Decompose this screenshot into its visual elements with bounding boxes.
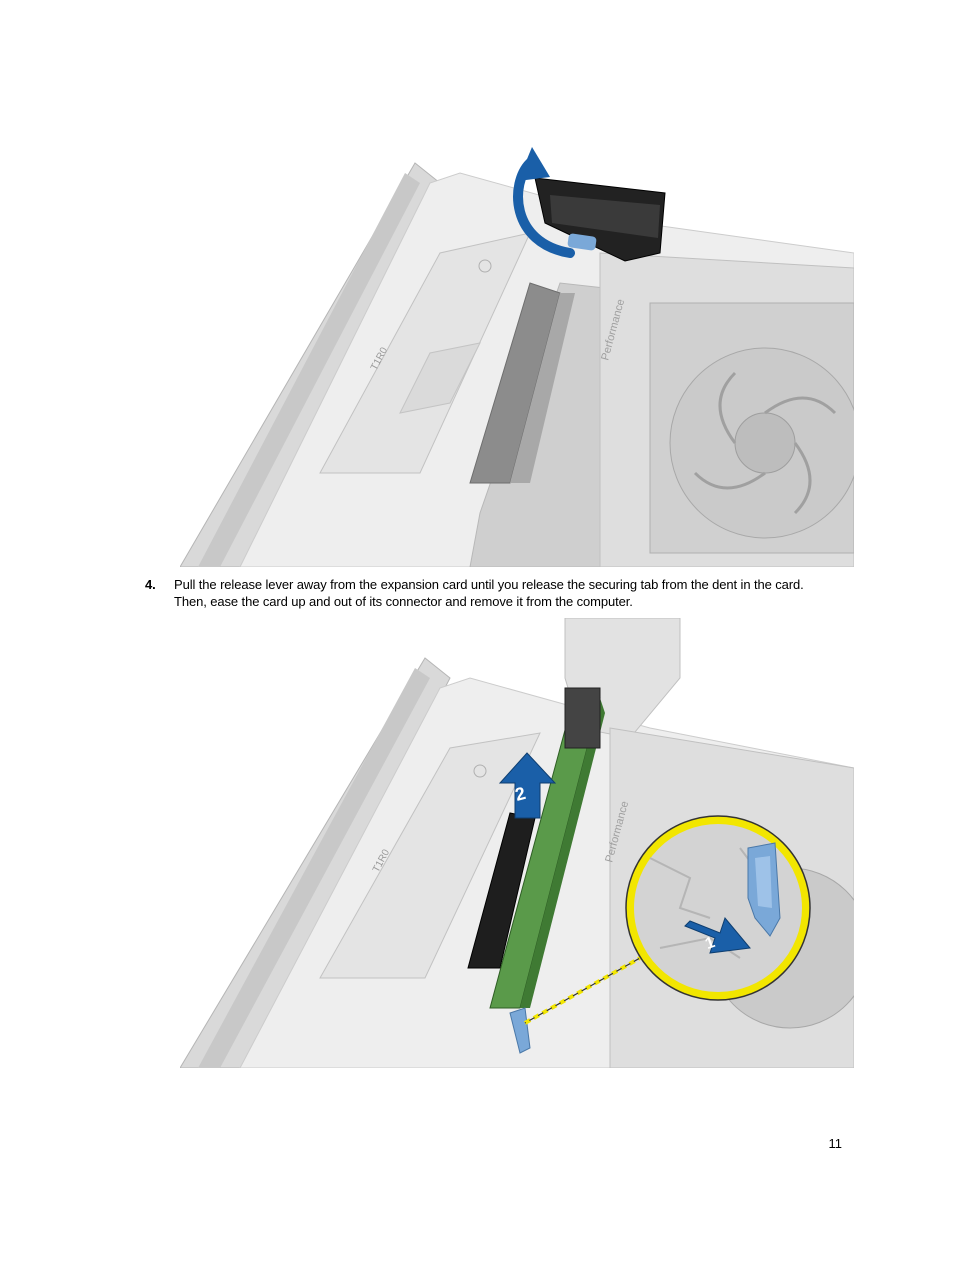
step-number: 4. [145, 577, 156, 592]
step-text-line-2: Then, ease the card up and out of its co… [174, 594, 633, 609]
lever-tab [567, 233, 597, 251]
lift-arrow [498, 752, 557, 819]
release-lever-diagram: T1R0 Performance [180, 147, 854, 567]
lift-arrow-head [518, 147, 550, 181]
power-supply [319, 732, 541, 979]
chassis-edge [198, 668, 430, 1068]
chassis-edge [198, 173, 420, 567]
illustration-release-lever: T1R0 Performance [180, 143, 854, 567]
magnified-callout-outline [625, 815, 811, 1001]
release-lever [509, 1007, 531, 1054]
release-lever-face [550, 195, 660, 238]
callout-leader-line-shadow [524, 957, 641, 1024]
page-number: 11 [828, 1136, 843, 1151]
remove-card-diagram: T1R0 Performance 2 1 [180, 618, 854, 1068]
card-bracket [564, 687, 601, 749]
illustration-remove-card: T1R0 Performance 2 1 [180, 618, 854, 1068]
magnified-lever-highlight [755, 856, 772, 908]
fan-hub [734, 412, 796, 474]
fan-blades [693, 371, 837, 515]
push-arrow [684, 916, 751, 954]
card-bracket [510, 293, 575, 483]
step-text: Pull the release lever away from the exp… [174, 576, 834, 610]
psu-screw [478, 259, 492, 273]
step-text-line-1: Pull the release lever away from the exp… [174, 577, 804, 592]
psu-label-sticker [399, 342, 481, 414]
psu-screw [473, 764, 487, 778]
callout-number-2: 2 [513, 783, 528, 805]
card-edge [520, 698, 605, 1008]
